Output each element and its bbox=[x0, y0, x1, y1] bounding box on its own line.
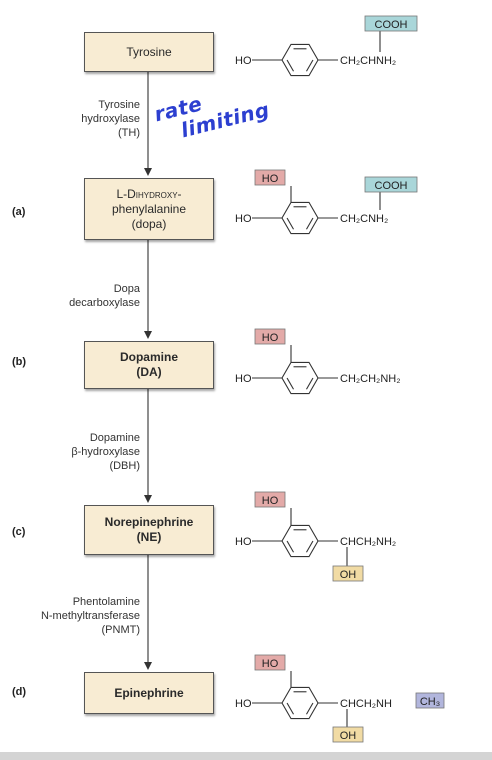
epi-ch3: CH₃ bbox=[420, 696, 440, 708]
epi-oh-bg bbox=[332, 726, 364, 743]
tyrosine-ring-double-0 bbox=[306, 59, 314, 72]
box-dopa: L-Dihydroxy- phenylalanine (dopa) bbox=[84, 178, 214, 240]
epi-ring-double-1 bbox=[286, 702, 294, 715]
ne-ring-double-1 bbox=[286, 540, 294, 553]
epi-ch3-bg bbox=[415, 692, 445, 709]
dopa-ring-double-0 bbox=[306, 217, 314, 230]
box-ne-line2: (NE) bbox=[136, 530, 162, 544]
arrow-dopamine-to-ne-head bbox=[144, 495, 152, 503]
enzyme-pnmt-line3: (PNMT) bbox=[101, 624, 141, 636]
dopamine-ho-meta-bg bbox=[254, 328, 286, 345]
tyrosine-chain: CH₂CHNH₂ bbox=[340, 55, 396, 67]
arrow-dopa-to-dopamine-head bbox=[144, 331, 152, 339]
epi-oh: OH bbox=[340, 730, 357, 742]
enzyme-th-line2: hydroxylase bbox=[81, 113, 140, 125]
box-tyrosine-label: Tyrosine bbox=[126, 44, 172, 59]
box-epinephrine: Epinephrine bbox=[84, 672, 214, 714]
enzyme-pnmt-line1: Phentolamine bbox=[72, 596, 140, 608]
box-dopamine-line1: Dopamine bbox=[119, 350, 178, 364]
step-id-a: (a) bbox=[12, 206, 26, 218]
ne-ho-meta-bg bbox=[254, 491, 286, 508]
enzyme-ddc-line1: Dopa bbox=[113, 283, 140, 295]
box-dopa-line1: L-Dihydroxy- bbox=[116, 186, 182, 201]
enzyme-ddc-line2: decarboxylase bbox=[69, 297, 140, 309]
box-epinephrine-label: Epinephrine bbox=[114, 685, 184, 700]
box-norepinephrine: Norepinephrine (NE) bbox=[84, 505, 214, 555]
dopamine-ho-meta: HO bbox=[262, 332, 279, 344]
tyrosine-cooh: COOH bbox=[375, 19, 408, 31]
box-dopa-line3: (dopa) bbox=[131, 216, 167, 231]
epi-ho-meta-bg bbox=[254, 654, 286, 671]
arrow-ne-to-epinephrine-head bbox=[144, 662, 152, 670]
ne-oh-bg bbox=[332, 565, 364, 582]
enzyme-pnmt-label: Phentolamine N-methyltransferase (PNMT) bbox=[4, 595, 140, 637]
dopa-cooh-bg bbox=[364, 176, 418, 193]
dopa-ring-double-1 bbox=[286, 217, 294, 230]
bottom-scroll-edge bbox=[0, 752, 492, 760]
dopamine-ring-double-0 bbox=[306, 377, 314, 390]
ne-oh: OH bbox=[340, 569, 357, 581]
ne-ho-para: HO bbox=[235, 536, 252, 548]
box-dopa-line2: phenylalanine bbox=[111, 201, 187, 216]
step-id-b: (b) bbox=[12, 356, 27, 368]
enzyme-dbh-line1: Dopamine bbox=[89, 432, 140, 444]
tyrosine-ring-double-1 bbox=[286, 59, 294, 72]
box-tyrosine: Tyrosine bbox=[84, 32, 214, 72]
enzyme-dbh-label: Dopamine β-hydroxylase (DBH) bbox=[30, 431, 140, 473]
enzyme-th-label: Tyrosine hydroxylase (TH) bbox=[30, 98, 140, 140]
enzyme-th-line3: (TH) bbox=[118, 127, 140, 139]
arrow-tyrosine-to-dopa-head bbox=[144, 168, 152, 176]
enzyme-ddc-label: Dopa decarboxylase bbox=[30, 282, 140, 310]
epi-ho-meta: HO bbox=[262, 658, 279, 670]
ne-ring-double-0 bbox=[306, 540, 314, 553]
dopa-cooh: COOH bbox=[375, 180, 408, 192]
dopamine-ring-double-1 bbox=[286, 377, 294, 390]
epi-ring-double-0 bbox=[306, 702, 314, 715]
dopa-ho-meta: HO bbox=[262, 173, 279, 185]
dopa-chain: CH₂CNH₂ bbox=[340, 213, 388, 225]
ne-chain: CHCH₂NH₂ bbox=[340, 536, 396, 548]
dopa-ho-para: HO bbox=[235, 213, 252, 225]
box-dopamine-line2: (DA) bbox=[136, 365, 162, 379]
step-id-c: (c) bbox=[12, 526, 26, 538]
dopa-ho-meta-bg bbox=[254, 169, 286, 186]
enzyme-dbh-line2: β-hydroxylase bbox=[71, 446, 140, 458]
epi-ho-para: HO bbox=[235, 698, 252, 710]
enzyme-th-line1: Tyrosine bbox=[98, 99, 140, 111]
box-ne-line1: Norepinephrine bbox=[104, 515, 194, 529]
dopamine-ho-para: HO bbox=[235, 373, 252, 385]
enzyme-pnmt-line2: N-methyltransferase bbox=[40, 610, 140, 622]
ne-ho-meta: HO bbox=[262, 495, 279, 507]
tyrosine-ho: HO bbox=[235, 55, 252, 67]
box-dopamine: Dopamine (DA) bbox=[84, 341, 214, 389]
dopamine-chain: CH₂CH₂NH₂ bbox=[340, 373, 400, 385]
tyrosine-cooh-bg bbox=[364, 15, 418, 32]
enzyme-dbh-line3: (DBH) bbox=[109, 460, 140, 472]
step-id-d: (d) bbox=[12, 686, 27, 698]
epi-chain: CHCH₂NH bbox=[340, 698, 392, 710]
